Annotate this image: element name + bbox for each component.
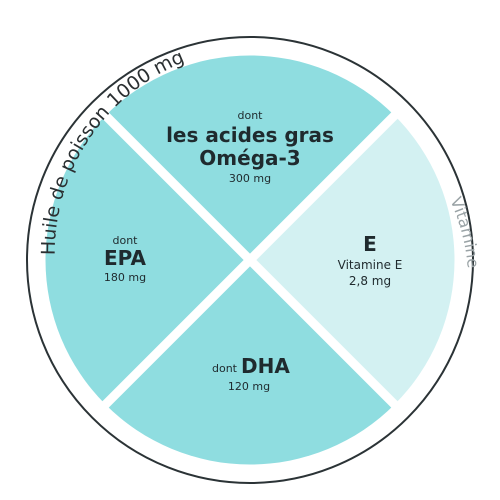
segment-top (105, 55, 395, 260)
right-name: Vitamine E (338, 258, 403, 272)
bottom-title: DHA (241, 354, 290, 378)
separators (91, 101, 409, 419)
right-amount: 2,8 mg (349, 274, 391, 288)
bottom-dont: dont (212, 362, 238, 375)
bottom-amount: 120 mg (228, 380, 270, 393)
top-dont: dont (238, 109, 264, 122)
top-title-line2: Oméga-3 (199, 146, 300, 170)
segment-bottom (105, 260, 395, 465)
left-amount: 180 mg (104, 271, 146, 284)
segment-right (250, 115, 455, 405)
quadrant-bottom-text: dont DHA 120 mg (212, 354, 290, 393)
top-title-line1: les acides gras (166, 123, 334, 147)
left-dont: dont (113, 234, 139, 247)
right-title: E (363, 232, 377, 256)
top-amount: 300 mg (229, 172, 271, 185)
left-title: EPA (104, 246, 146, 270)
separator-diagonal-2 (91, 101, 409, 419)
quadrant-left-text: dont EPA 180 mg (104, 234, 147, 284)
outer-ring (26, 36, 474, 484)
quadrant-right-text: E Vitamine E 2,8 mg (338, 232, 403, 288)
segment-left (45, 115, 251, 405)
quadrant-top-text: dont les acides gras Oméga-3 300 mg (166, 109, 334, 185)
segments (45, 55, 455, 465)
